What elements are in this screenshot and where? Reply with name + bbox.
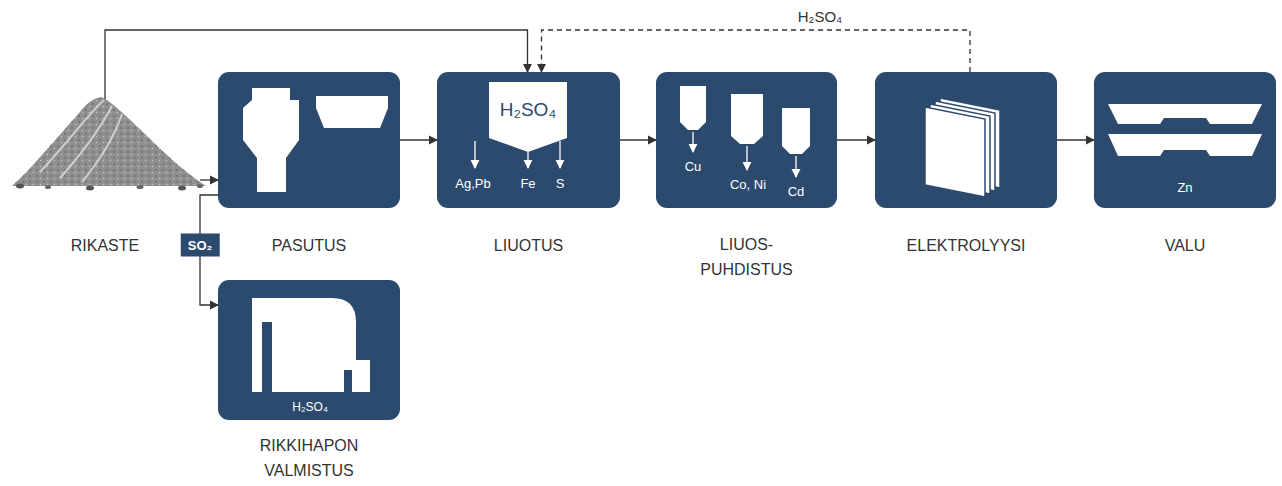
flow-arrow [105,30,528,99]
acid-plant-icon [252,298,370,392]
ore-pile-node: RIKASTE [10,95,200,190]
process-box: H₂SO₄RIKKIHAPON VALMISTUS [218,280,400,420]
roaster-icon [243,88,388,192]
stage-caption: LIUOS- PUHDISTUS [692,232,802,282]
process-box: PASUTUS [218,72,400,208]
product-label: Ag,Pb [455,176,490,192]
product-label: Cu [685,159,702,175]
product-label: H₂SO₄ [500,99,556,122]
stage-caption: VALU [1110,233,1260,258]
stage-caption: PASUTUS [234,233,384,258]
stage-caption: ELEKTROLYYSI [886,233,1046,258]
product-label: Co, Ni [730,177,766,193]
flow-arrow [400,139,437,140]
stage-caption: LIUOTUS [454,233,604,258]
process-box: CuCo, NiCdLIUOS- PUHDISTUS [656,72,837,208]
product-label: Cd [788,184,805,200]
ore-pile [12,98,206,191]
stage-caption: RIKKIHAPON VALMISTUS [249,433,369,483]
process-box: ELEKTROLYYSI [875,72,1057,208]
product-label: Fe [520,176,535,192]
purification-tanks-icon [680,86,810,177]
electrode-plates-icon [925,98,1000,197]
stage-caption: RIKASTE [30,233,180,258]
ingot-icon [1108,104,1262,156]
product-label: S [556,176,565,192]
flow-arrow [1057,139,1094,140]
gas-flow-label: SO₂ [181,234,220,257]
return-flow-label: H₂SO₄ [794,7,846,26]
product-label: H₂SO₄ [292,400,328,414]
flow-arrow [200,179,218,180]
process-box: ZnVALU [1094,72,1276,208]
flow-arrow [837,139,875,140]
acid-return-line [542,30,971,72]
product-label: Zn [1177,180,1192,196]
flow-arrow [620,139,656,140]
leach-tank-icon [475,82,567,168]
process-box: H₂SO₄Ag,PbFeSLIUOTUS [437,72,620,208]
